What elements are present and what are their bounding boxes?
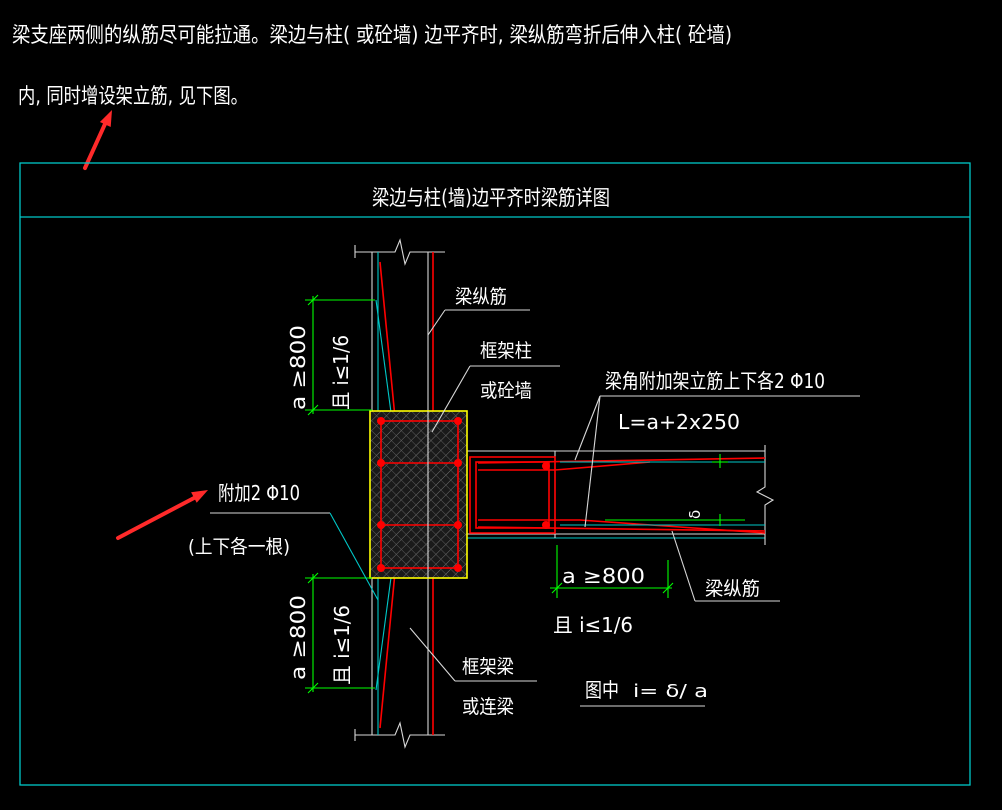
dimension-tick <box>662 582 674 594</box>
beam-top-bent-bar <box>478 461 651 471</box>
label-beam-long-bar-top: 梁纵筋 <box>427 286 530 336</box>
section-outline <box>369 410 468 579</box>
legend-prefix: 图中 <box>585 678 619 702</box>
leader-line <box>431 365 471 433</box>
column-break-top <box>355 238 445 266</box>
label-text: L=a+2x250 <box>618 410 740 434</box>
dimension-slope-text: 且 i≤1/6 <box>553 613 633 637</box>
detail-frame: 梁边与柱(墙)边平齐时梁筋详图 <box>19 162 971 786</box>
arrow-head <box>191 490 208 503</box>
arrow-head <box>99 110 112 127</box>
dimension-tick <box>307 404 319 416</box>
joint-bar-dot <box>542 462 550 470</box>
additional-bar-upper-guide <box>375 299 393 421</box>
arrow-shaft <box>116 496 196 540</box>
beam-break-line <box>755 445 775 545</box>
offset-symbol-text: δ <box>686 510 704 519</box>
section-bar-dot <box>454 521 462 529</box>
note-line-1: 梁支座两侧的纵筋尽可能拉通。梁边与柱( 或砼墙) 边平齐时, 梁纵筋弯折后伸入柱… <box>12 23 732 47</box>
leader-line <box>329 512 379 601</box>
section-bar-dot <box>454 459 462 467</box>
arrow-shaft <box>83 122 107 170</box>
label-frame-column: 框架柱 或砼墙 <box>431 340 560 433</box>
dimension-tick <box>551 582 563 594</box>
label-additional-bars: 附加2 Φ10 (上下各一根) <box>188 481 379 601</box>
offset-dimension: δ <box>605 454 745 526</box>
section-bar-dot <box>454 564 462 572</box>
dimension-tick <box>307 682 319 694</box>
label-text: 框架梁 <box>462 656 514 678</box>
section-bar-dot <box>377 459 385 467</box>
frame-beam <box>467 445 775 545</box>
dimension-length-text: a ≥800 <box>286 595 310 680</box>
dimension-tick <box>307 294 319 306</box>
leader-line <box>409 627 456 682</box>
dimension-tick <box>307 572 319 584</box>
beam-top-long-bar <box>477 457 766 464</box>
label-text: 或连梁 <box>462 696 514 718</box>
column-break-bottom <box>355 721 445 749</box>
column-section <box>369 410 468 579</box>
section-bar-dot <box>454 417 462 425</box>
note-line-2: 内, 同时增设架立筋, 见下图。 <box>18 84 248 108</box>
label-text: 框架柱 <box>480 340 532 362</box>
detail-title: 梁边与柱(墙)边平齐时梁筋详图 <box>372 186 610 210</box>
dimension-slope-text: 且 i≤1/6 <box>329 335 353 410</box>
label-corner-erection-bars: 梁角附加架立筋上下各2 Φ10 L=a+2x250 <box>574 369 860 528</box>
label-frame-beam: 框架梁 或连梁 <box>409 627 537 718</box>
label-text: 或砼墙 <box>480 380 532 402</box>
leader-line <box>427 309 446 336</box>
frame-border <box>19 162 971 786</box>
dimension-slope-text: 且 i≤1/6 <box>330 605 354 685</box>
joint-stirrup-outer <box>469 456 556 534</box>
label-text: 梁角附加架立筋上下各2 Φ10 <box>605 369 825 393</box>
additional-bar-lower-guide <box>375 569 393 691</box>
additional-bar-upper <box>379 261 397 429</box>
section-bar-dot <box>377 417 385 425</box>
label-text: (上下各一根) <box>188 536 290 558</box>
red-arrow-annotation-left <box>116 490 208 540</box>
dimension-beam: a ≥800 且 i≤1/6 <box>550 545 674 637</box>
dimension-length-text: a ≥800 <box>286 325 310 410</box>
section-bar-dot <box>377 521 385 529</box>
dimension-upper-left: a ≥800 且 i≤1/6 <box>286 294 375 416</box>
leader-line <box>671 530 696 602</box>
leader-line <box>574 395 601 461</box>
label-text: 附加2 Φ10 <box>218 481 300 505</box>
legend-formula: i= δ/ a <box>633 681 708 702</box>
joint-stirrup-inner <box>475 461 550 529</box>
additional-bar-lower <box>379 561 397 729</box>
section-bar-dot <box>377 564 385 572</box>
section-stirrup <box>380 420 459 569</box>
beam-bottom-bent-bar <box>478 519 766 534</box>
label-text: 梁纵筋 <box>705 578 760 600</box>
section-hatch-b <box>370 411 467 578</box>
formula-legend: 图中 i= δ/ a <box>580 678 708 707</box>
dimension-lower-left: a ≥800 且 i≤1/6 <box>286 572 375 694</box>
red-arrow-annotation-top <box>83 110 112 170</box>
label-beam-long-bar-bottom: 梁纵筋 <box>671 530 780 602</box>
dimension-length-text: a ≥800 <box>562 564 645 588</box>
joint-bar-dot <box>542 521 550 529</box>
leader-line <box>584 395 601 528</box>
label-text: 梁纵筋 <box>455 286 507 308</box>
